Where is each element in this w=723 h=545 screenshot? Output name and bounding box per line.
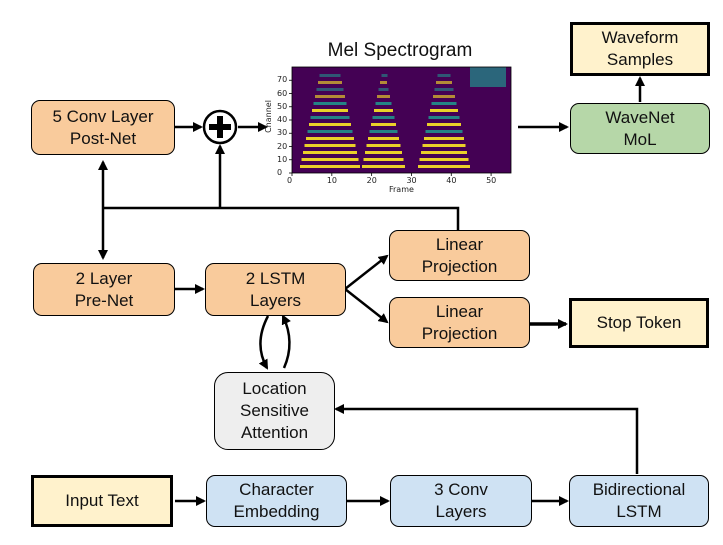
spectrogram-band [380, 81, 387, 84]
spectrogram-band [430, 109, 458, 112]
spectrogram-ylabel: Channel [263, 100, 273, 133]
spectrogram-band [303, 151, 357, 154]
wavenet-box: WaveNet MoL [570, 103, 710, 154]
linear-projection-bottom-label: Linear Projection [421, 301, 498, 343]
spectrogram-y-tick-label: 30 [277, 128, 288, 138]
spectrogram-band [433, 95, 455, 98]
spectrogram-band [312, 109, 348, 112]
spectrogram-band [313, 102, 347, 105]
spectrogram-band [375, 102, 392, 105]
spectrogram-band [366, 144, 401, 147]
spectrogram-band [309, 123, 351, 126]
spectrogram-band [421, 151, 467, 154]
spectrogram-band [425, 130, 463, 133]
spectrogram-band [424, 137, 464, 140]
spectrogram-x-tick-label: 20 [366, 176, 377, 185]
spectrogram-band [436, 81, 452, 84]
spectrogram-band [300, 165, 360, 168]
waveform-box: Waveform Samples [570, 22, 710, 76]
spectrogram-x-tick-label: 0 [287, 176, 293, 185]
lstm-label: 2 LSTM Layers [245, 268, 306, 310]
spectrogram-y-tick-label: 70 [277, 75, 288, 85]
edge-bilstm-to-attention [334, 404, 639, 474]
conv-layers-box: 3 Conv Layers [390, 475, 532, 527]
spectrogram-band [381, 74, 388, 77]
spectrogram-band [422, 144, 466, 147]
spectrogram-y-tick-label: 10 [277, 154, 288, 164]
spectrogram-band [306, 137, 354, 140]
spectrogram-band [301, 158, 359, 161]
spectrogram-title: Mel Spectrogram [327, 40, 473, 61]
spectrogram-band [319, 74, 341, 77]
attention-box: Location Sensitive Attention [214, 372, 335, 450]
spectrogram-band [318, 81, 342, 84]
input-text-box: Input Text [31, 475, 173, 527]
spectrogram-y-tick-label: 40 [277, 115, 288, 124]
prenet-box: 2 Layer Pre-Net [33, 263, 175, 316]
spectrogram-band [470, 67, 506, 87]
wavenet-label: WaveNet MoL [605, 107, 675, 149]
waveform-label: Waveform Samples [601, 28, 679, 69]
edge-lstm-to-attention [258, 315, 270, 370]
spectrogram-band [431, 102, 457, 105]
spectrogram-band [363, 158, 404, 161]
spectrogram-band [307, 130, 353, 133]
stop-token-label: Stop Token [596, 313, 682, 332]
spectrogram-y-tick-label: 60 [277, 88, 288, 98]
spectrogram-band [304, 144, 356, 147]
conv-layers-label: 3 Conv Layers [434, 480, 488, 521]
spectrogram-x-tick-label: 40 [446, 176, 457, 185]
bidirectional-lstm-label: Bidirectional LSTM [592, 480, 686, 521]
spectrogram-band [315, 95, 345, 98]
edge-lstm-to-linear-top [344, 254, 389, 290]
edge-linear-top-feedback [103, 206, 460, 230]
prenet-label: 2 Layer Pre-Net [74, 268, 134, 310]
character-embedding-label: Character Embedding [233, 480, 320, 521]
spectrogram-y-tick-label: 20 [277, 141, 288, 151]
spectrogram-band [434, 88, 454, 91]
spectrogram-band [310, 116, 350, 119]
linear-projection-top-label: Linear Projection [421, 234, 498, 276]
mel-spectrogram [289, 66, 512, 176]
spectrogram-band [368, 137, 399, 140]
spectrogram-band [362, 165, 405, 168]
spectrogram-band [374, 109, 393, 112]
linear-projection-top-box: Linear Projection [389, 230, 530, 281]
character-embedding-box: Character Embedding [206, 475, 347, 527]
spectrogram-band [377, 95, 390, 98]
spectrogram-band [369, 130, 398, 133]
spectrogram-x-tick-label: 50 [486, 176, 497, 185]
postnet-label: 5 Conv Layer Post-Net [52, 106, 154, 148]
spectrogram-x-tick-label: 30 [406, 176, 417, 185]
edge-attention-to-lstm [281, 314, 291, 369]
stop-token-box: Stop Token [569, 298, 709, 348]
spectrogram-band [371, 123, 396, 126]
attention-label: Location Sensitive Attention [240, 379, 309, 442]
postnet-box: 5 Conv Layer Post-Net [31, 100, 175, 155]
sum-node [202, 109, 238, 145]
spectrogram-band [437, 74, 451, 77]
edge-lstm-to-linear-bottom [344, 288, 389, 324]
spectrogram-xlabel: Frame [389, 185, 414, 194]
spectrogram-y-tick-label: 0 [277, 168, 283, 177]
spectrogram-x-tick-label: 10 [326, 176, 337, 185]
spectrogram-y-tick-label: 50 [277, 101, 288, 111]
bidirectional-lstm-box: Bidirectional LSTM [569, 475, 709, 527]
spectrogram-band [427, 123, 461, 126]
spectrogram-band [378, 88, 389, 91]
lstm-box: 2 LSTM Layers [205, 263, 346, 316]
spectrogram-band [365, 151, 402, 154]
spectrogram-band [316, 88, 344, 91]
input-text-label: Input Text [65, 491, 139, 510]
linear-projection-bottom-box: Linear Projection [389, 297, 530, 348]
spectrogram-band [419, 158, 469, 161]
spectrogram-band [372, 116, 395, 119]
spectrogram-band [428, 116, 460, 119]
spectrogram-band [418, 165, 470, 168]
